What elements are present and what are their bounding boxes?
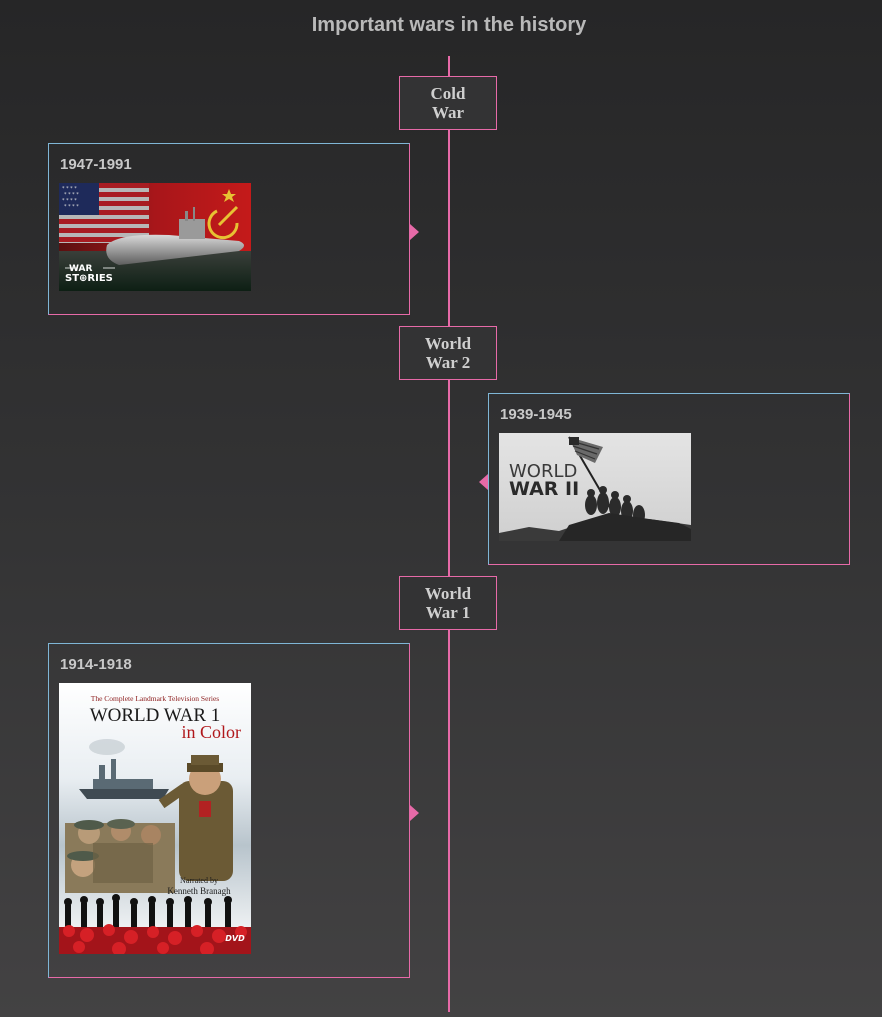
svg-text:* * * *: * * * * [64, 204, 79, 210]
card-pointer-arrow [479, 474, 488, 490]
timeline-line [448, 56, 450, 1012]
war-stories-caption-line2: ST⊕RIES [65, 273, 113, 284]
ww2-caption-line1: WORLD [509, 461, 577, 482]
card-image-world-war-1: The Complete Landmark Television Series … [59, 683, 251, 954]
era-label-cold-war: Cold War [399, 76, 497, 130]
ww2-caption-line2: WAR II [509, 478, 579, 500]
ww1-subtitle: in Color [181, 722, 241, 742]
era-label-line: World [424, 334, 472, 353]
svg-text:* * * *: * * * * [62, 186, 77, 192]
era-label-line: World [424, 584, 472, 603]
ww1-series-caption: The Complete Landmark Television Series [91, 694, 220, 703]
card-image-world-war-2: WORLD WAR II [499, 433, 691, 541]
hammer-sickle-icon [207, 205, 239, 240]
svg-text:* * * *: * * * * [64, 192, 79, 198]
era-label-line: War 1 [425, 603, 471, 622]
card-date: 1914-1918 [60, 656, 132, 673]
timeline-card-cold-war[interactable]: 1947-1991 [48, 143, 410, 315]
ww1-narrated-label: Narrated by [180, 876, 218, 885]
card-image-cold-war: * * * * * * * * * * * * * * * * WAR ST⊕R… [59, 183, 251, 291]
svg-text:* * * *: * * * * [62, 198, 77, 204]
card-pointer-arrow [410, 805, 419, 821]
card-date: 1947-1991 [60, 156, 132, 173]
timeline-card-world-war-2[interactable]: 1939-1945 [488, 393, 850, 565]
timeline-card-world-war-1[interactable]: 1914-1918 The Complete Landmark Televisi… [48, 643, 410, 978]
flag-icon [569, 437, 603, 463]
era-label-line: War 2 [425, 353, 471, 372]
dvd-logo: DVD [225, 934, 245, 943]
era-label-line: War [431, 103, 465, 122]
era-label-world-war-1: World War 1 [399, 576, 497, 630]
era-label-world-war-2: World War 2 [399, 326, 497, 380]
page-title: Important wars in the history [311, 14, 587, 36]
ww1-title: WORLD WAR 1 [90, 705, 221, 726]
ww1-narrator: Kenneth Branagh [167, 886, 231, 896]
card-date: 1939-1945 [500, 406, 572, 423]
card-pointer-arrow [410, 224, 419, 240]
war-stories-caption-line1: WAR [69, 264, 92, 274]
era-label-line: Cold [430, 84, 466, 103]
